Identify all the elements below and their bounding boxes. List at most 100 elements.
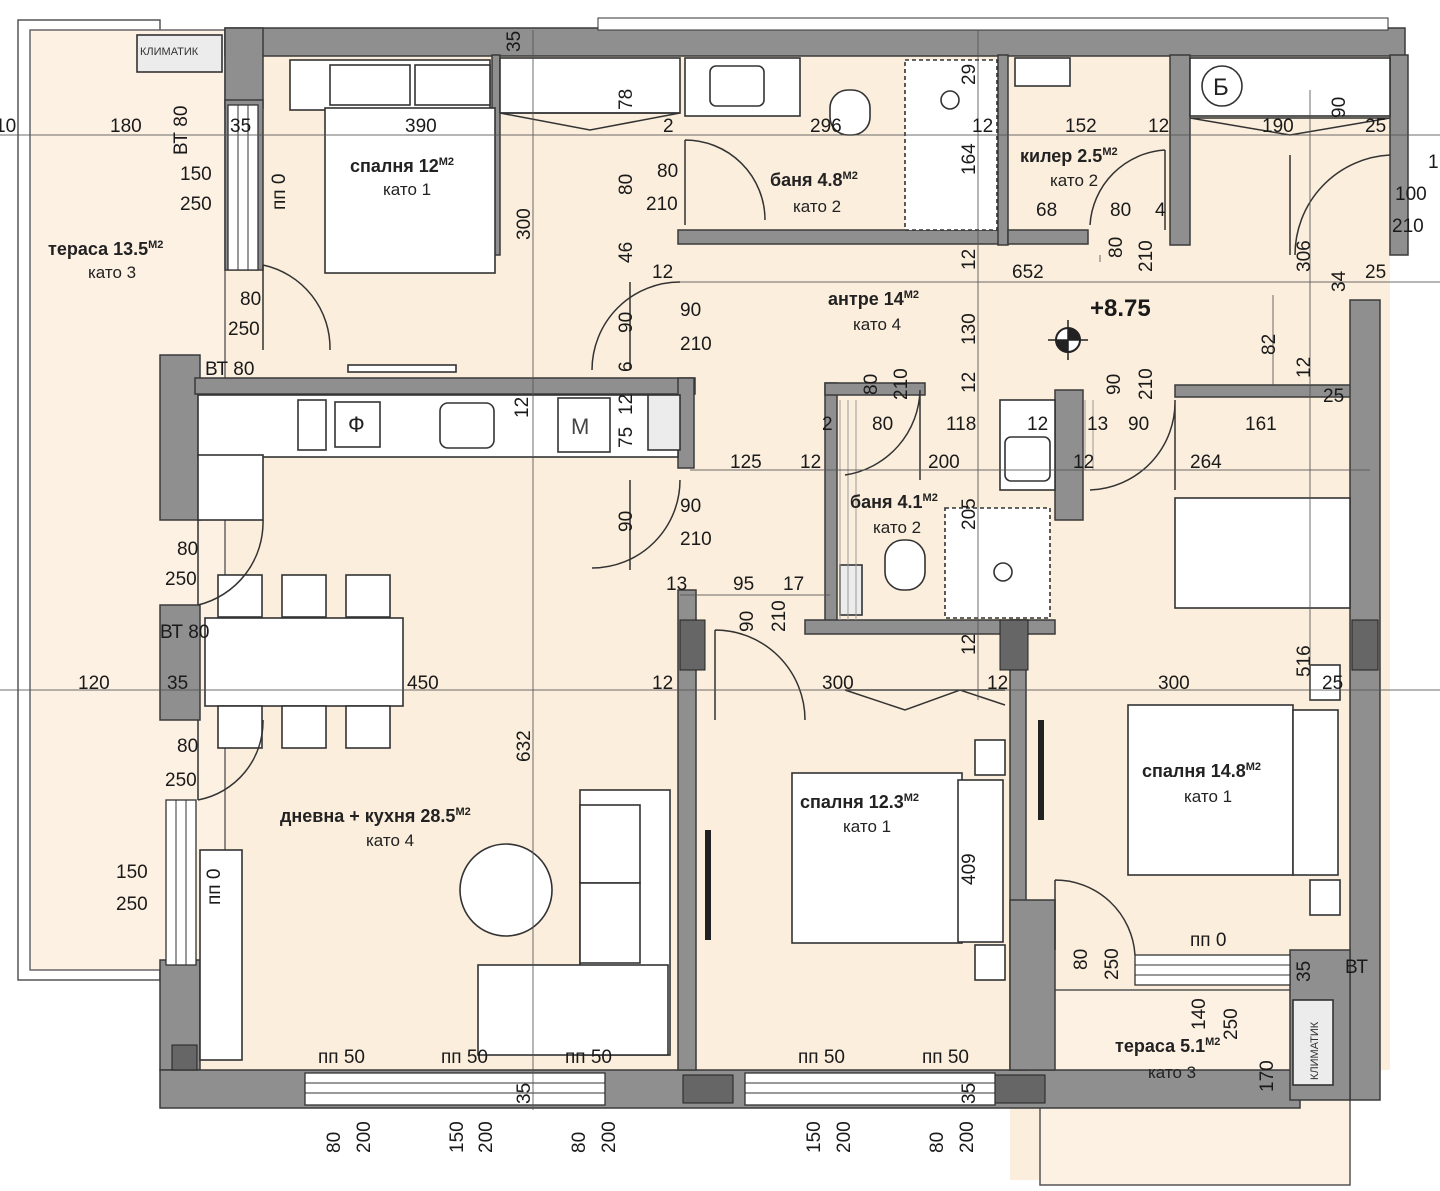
dimension-label-d030: 80: [1106, 237, 1127, 258]
room-labels: тераса 13.5М2 като 3 спалня 12М2 като 1 …: [48, 146, 1261, 1082]
room-name-bath-mid: баня 4.1М2: [850, 492, 938, 512]
dimension-label-d084: 120: [78, 673, 110, 694]
dimension-label-d100: 80: [1071, 949, 1092, 970]
dimension-label-d107: пп 50: [441, 1047, 488, 1068]
dimension-label-d024: 164: [959, 143, 980, 175]
room-name-bedroom-mid: спалня 12.3М2: [800, 792, 919, 812]
room-name-bedroom-top: спалня 12М2: [350, 156, 454, 176]
dimension-label-d091: 25: [1322, 673, 1343, 694]
terrace-left: [17, 19, 226, 981]
dimension-label-d042: 90: [680, 300, 701, 321]
dimension-label-d041: 90: [616, 312, 637, 333]
dimension-label-d109: пп 50: [798, 1047, 845, 1068]
dimension-label-d065: 125: [730, 452, 762, 473]
dimension-label-d025: 68: [1036, 200, 1057, 221]
dimension-label-d014: 90: [1329, 97, 1350, 118]
dimension-label-d027: 4: [1155, 200, 1166, 221]
klimatik-label-top: КЛИМАТИК: [140, 46, 199, 58]
dimension-label-d105: 250: [1221, 1008, 1242, 1040]
dimension-label-d089: 12: [987, 673, 1008, 694]
dimension-label-d093: 80: [177, 736, 198, 757]
dimension-label-d068: 12: [1073, 452, 1094, 473]
dimension-label-d069: 264: [1190, 452, 1222, 473]
room-name-bath-top: баня 4.8М2: [770, 170, 858, 190]
dimension-label-d079: 90: [737, 611, 758, 632]
dimension-label-d038: 25: [1365, 262, 1386, 283]
room-type-terrace-right: като 3: [1148, 1063, 1196, 1082]
dimension-label-d035: 652: [1012, 262, 1044, 283]
dimension-label-d023: 210: [646, 194, 678, 215]
dimension-label-d051: 90: [1104, 374, 1125, 395]
dimension-label-d113: 170: [1257, 1060, 1278, 1092]
dimension-label-d006: 78: [616, 89, 637, 110]
dimension-label-d029: 210: [1392, 216, 1424, 237]
dimension-label-d098: пп 0: [204, 869, 225, 905]
room-name-terrace-right: тераса 5.1М2: [1115, 1036, 1220, 1056]
room-name-hall: антре 14М2: [828, 289, 919, 309]
dimension-label-d010: 12: [972, 116, 993, 137]
fridge-label: Ф: [348, 412, 365, 437]
dimension-label-d053: 12: [1294, 357, 1315, 378]
dimension-label-d052: 210: [1136, 368, 1157, 400]
dimension-label-d094: 250: [165, 770, 197, 791]
room-type-terrace-left: като 3: [88, 263, 136, 282]
room-type-bedroom-right: като 1: [1184, 787, 1232, 806]
dimension-label-d054: 25: [1323, 386, 1344, 407]
dimension-label-d062: 161: [1245, 414, 1277, 435]
dimension-label-d050: 12: [959, 372, 980, 393]
dimension-label-d123: 200: [957, 1121, 978, 1153]
dimension-label-d088: 300: [822, 673, 854, 694]
doors: [197, 112, 1391, 956]
dimension-label-d086: 450: [407, 673, 439, 694]
dimension-label-d039: 80: [240, 289, 261, 310]
room-name-living: дневна + кухня 28.5М2: [280, 806, 471, 826]
dimension-label-d120: 150: [804, 1121, 825, 1153]
room-type-pantry: като 2: [1050, 171, 1098, 190]
dimension-label-d117: 200: [476, 1121, 497, 1153]
dimension-label-d101: 250: [1102, 948, 1123, 980]
dimension-label-d018: 250: [180, 194, 212, 215]
room-type-bath-mid: като 2: [873, 518, 921, 537]
dimension-label-d119: 200: [599, 1121, 620, 1153]
room-type-hall: като 4: [853, 315, 901, 334]
dimension-label-d056: 2: [822, 414, 833, 435]
dimension-label-d124: 1: [1428, 152, 1439, 173]
furniture: [136, 34, 1391, 1086]
dimension-label-d078: 17: [783, 574, 804, 595]
dimension-label-d055: 12: [512, 397, 533, 418]
dimension-label-d102: 35: [1294, 961, 1315, 982]
dimension-label-d076: 13: [666, 574, 687, 595]
dimension-label-d007: 2: [663, 116, 674, 137]
dimension-label-d001: 10: [0, 116, 16, 137]
dimension-label-d071: 90: [616, 511, 637, 532]
dimension-label-d032: 46: [616, 242, 637, 263]
dimension-label-d022: 80: [657, 161, 678, 182]
dimension-label-d046: ВТ 80: [205, 359, 254, 380]
dimension-label-d009: 29: [959, 64, 980, 85]
dimension-label-d095: 409: [959, 853, 980, 885]
dimension-label-d028: 100: [1395, 184, 1427, 205]
dimension-label-d097: 250: [116, 894, 148, 915]
dimension-label-d015: 25: [1365, 116, 1386, 137]
dimension-label-d049: 210: [891, 368, 912, 400]
dimension-label-d004: 390: [405, 116, 437, 137]
dimension-label-d122: 80: [927, 1132, 948, 1153]
dimension-label-d081: ВТ 80: [160, 622, 209, 643]
micro-label: М: [571, 414, 589, 439]
dimension-label-d082: 12: [959, 634, 980, 655]
dimension-label-d110: пп 50: [922, 1047, 969, 1068]
room-name-terrace-left: тераса 13.5М2: [48, 239, 163, 259]
dimension-label-d063: 75: [616, 427, 637, 448]
dimension-label-d073: 205: [959, 498, 980, 530]
dimension-label-d111: 35: [514, 1083, 535, 1104]
dimension-label-d087: 12: [652, 673, 673, 694]
room-name-pantry: килер 2.5М2: [1020, 146, 1118, 166]
dimension-label-d040: 250: [228, 319, 260, 340]
dimension-label-d057: 80: [872, 414, 893, 435]
dimension-label-d020: 300: [514, 208, 535, 240]
dimension-label-d114: 80: [324, 1132, 345, 1153]
dimension-label-d085: 35: [167, 673, 188, 694]
dimension-label-d016: ВТ 80: [171, 106, 192, 155]
